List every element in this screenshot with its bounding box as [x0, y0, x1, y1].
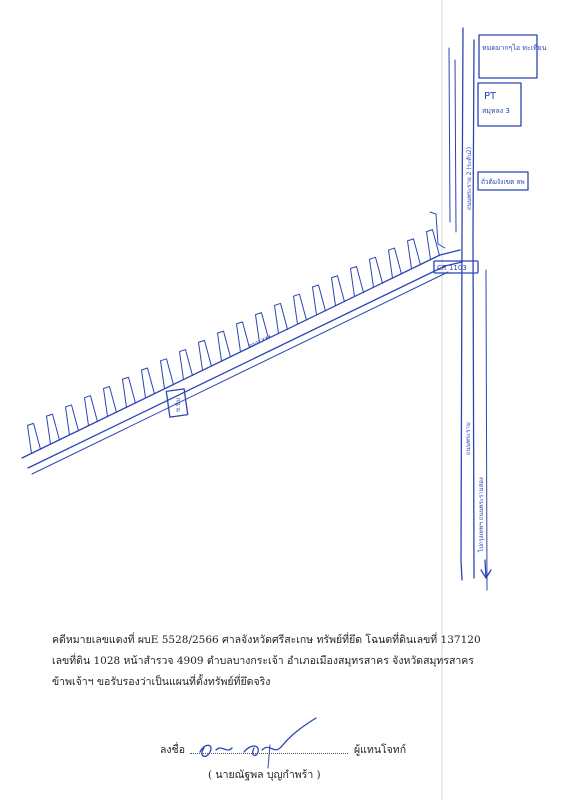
signature-line: [190, 753, 348, 754]
caption-line-1: คดีหมายเลขแดงที่ ผบE 5528/2566 ศาลจังหวั…: [52, 634, 481, 646]
side-lane: [217, 330, 231, 362]
vertical-road: [448, 27, 492, 591]
small-lane-label: ซ.นิ่ม: [174, 398, 182, 412]
landmark-right-label: ถั่วต้มงังเขต ลพ: [481, 177, 525, 186]
side-lane: [236, 321, 250, 353]
junction-label: CR 1103: [437, 264, 467, 272]
side-lane: [27, 422, 41, 454]
landmark-pt-sublabel: สมุทลง 3: [482, 107, 510, 115]
side-lane: [426, 229, 440, 261]
junction-label-box: CR 1103: [433, 260, 479, 274]
landmark-top-box: หมดมากๆไอ ทะเทียน: [478, 34, 547, 79]
vertical-road-label-upper: ถนนพระราม 2 (ระดับ2): [466, 147, 473, 210]
diagonal-road-label: ถนน xxx: [248, 333, 273, 350]
landmark-pt-box: PT สมุทลง 3: [477, 82, 522, 127]
side-lane: [122, 376, 136, 408]
landmark-pt-label: PT: [484, 91, 497, 102]
side-lane: [103, 385, 117, 417]
side-lane: [198, 339, 212, 371]
side-lane: [160, 358, 174, 390]
side-lane: [274, 302, 288, 334]
side-lane: [350, 266, 364, 298]
vertical-road-label-lower-b: ไปกรุงเทพฯ ถนนพระรามสอง: [477, 477, 485, 553]
side-lane: [388, 247, 402, 279]
side-lane: [293, 293, 307, 325]
side-lane: [369, 256, 383, 288]
landmark-top-label: หมดมากๆไอ ทะเทียน: [482, 43, 547, 52]
side-lane: [331, 275, 345, 307]
signer-name: ( นายณัฐพล บุญกำพร้า ): [208, 769, 321, 781]
handwritten-signature: [199, 717, 317, 769]
side-lane: [312, 284, 326, 316]
caption-line-2: เลขที่ดิน 1028 หน้าสำรวจ 4909 ตำบลบางกระ…: [52, 655, 474, 667]
side-lane: [179, 349, 193, 381]
side-lane: [141, 367, 155, 399]
side-lane: [407, 238, 421, 270]
signature-row: ลงชื่อ ผู้แทนโจทก์: [160, 741, 480, 759]
side-lane: [46, 413, 60, 445]
small-lane-box: ซ.นิ่ม: [165, 388, 189, 418]
landmark-right-box: ถั่วต้มงังเขต ลพ: [477, 171, 529, 191]
diagonal-road: [21, 211, 463, 475]
signature-prefix: ลงชื่อ: [160, 744, 185, 756]
signature-suffix: ผู้แทนโจทก์: [354, 744, 407, 756]
caption-block: คดีหมายเลขแดงที่ ผบE 5528/2566 ศาลจังหวั…: [52, 630, 542, 693]
caption-line-3: ข้าพเจ้าฯ ขอรับรองว่าเป็นแผนที่ตั้งทรัพย…: [52, 676, 271, 688]
side-lane: [84, 395, 98, 427]
side-lane: [65, 404, 79, 436]
side-lanes: [27, 229, 440, 454]
vertical-road-label-lower-a: ถนนพระราม: [465, 422, 472, 455]
side-lane: [255, 312, 269, 344]
